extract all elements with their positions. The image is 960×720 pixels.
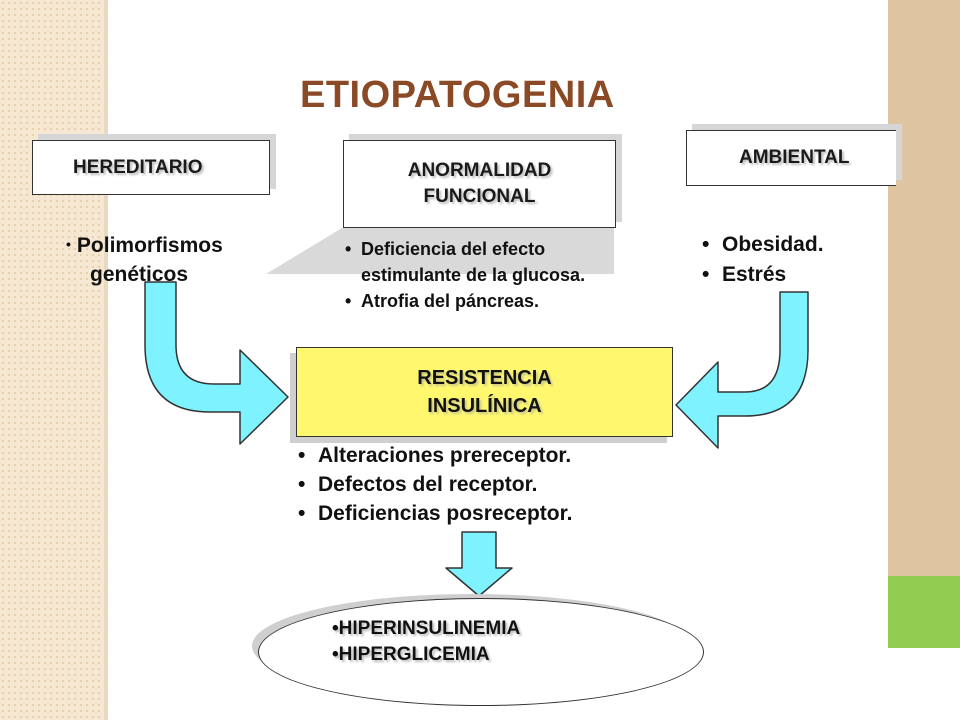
anormalidad-label-line1: ANORMALIDAD <box>407 160 552 181</box>
hereditario-list: •Polimorfismos genéticos <box>66 232 223 289</box>
ambiental-item-1: •Obesidad. <box>702 233 824 256</box>
right-green-block <box>888 576 960 648</box>
left-decorative-band <box>0 0 104 720</box>
ambiental-label: AMBIENTAL <box>739 147 850 168</box>
ambiental-list: •Obesidad. •Estrés <box>702 230 824 290</box>
anormalidad-item-1: •Deficiencia del efecto <box>345 239 546 259</box>
resistencia-box: RESISTENCIA INSULÍNICA <box>296 347 673 437</box>
ambiental-box: AMBIENTAL <box>686 130 896 186</box>
hereditario-label: HEREDITARIO <box>73 156 203 178</box>
resistencia-label-line1: RESISTENCIA <box>417 367 552 389</box>
anormalidad-item-3: •Atrofia del páncreas. <box>345 291 540 311</box>
resultado-item-1: •HIPERINSULINEMIA <box>332 618 521 639</box>
resultado-oval <box>258 598 704 706</box>
resistencia-item-3: •Deficiencias posreceptor. <box>298 502 573 525</box>
hereditario-box: HEREDITARIO <box>32 140 270 195</box>
left-band-edge <box>104 0 108 720</box>
resultado-item-2: •HIPERGLICEMIA <box>332 644 490 665</box>
anormalidad-label-line2: FUNCIONAL <box>423 186 536 207</box>
anormalidad-item-2: estimulante de la glucosa. <box>361 265 586 285</box>
resistencia-item-1: •Alteraciones prereceptor. <box>298 444 572 467</box>
anormalidad-list: •Deficiencia del efecto estimulante de l… <box>345 236 585 314</box>
resistencia-list: •Alteraciones prereceptor. •Defectos del… <box>298 441 572 528</box>
slide-title: ETIOPATOGENIA <box>300 74 615 116</box>
resultado-list: •HIPERINSULINEMIA •HIPERGLICEMIA <box>332 616 520 668</box>
right-white-block <box>888 648 960 720</box>
anormalidad-box: ANORMALIDAD FUNCIONAL <box>343 140 616 228</box>
resistencia-item-2: •Defectos del receptor. <box>298 473 538 496</box>
hereditario-item-1: •Polimorfismos <box>66 234 223 257</box>
hereditario-item-2: genéticos <box>90 263 189 286</box>
ambiental-item-2: •Estrés <box>702 263 787 286</box>
resistencia-label-line2: INSULÍNICA <box>427 395 542 417</box>
